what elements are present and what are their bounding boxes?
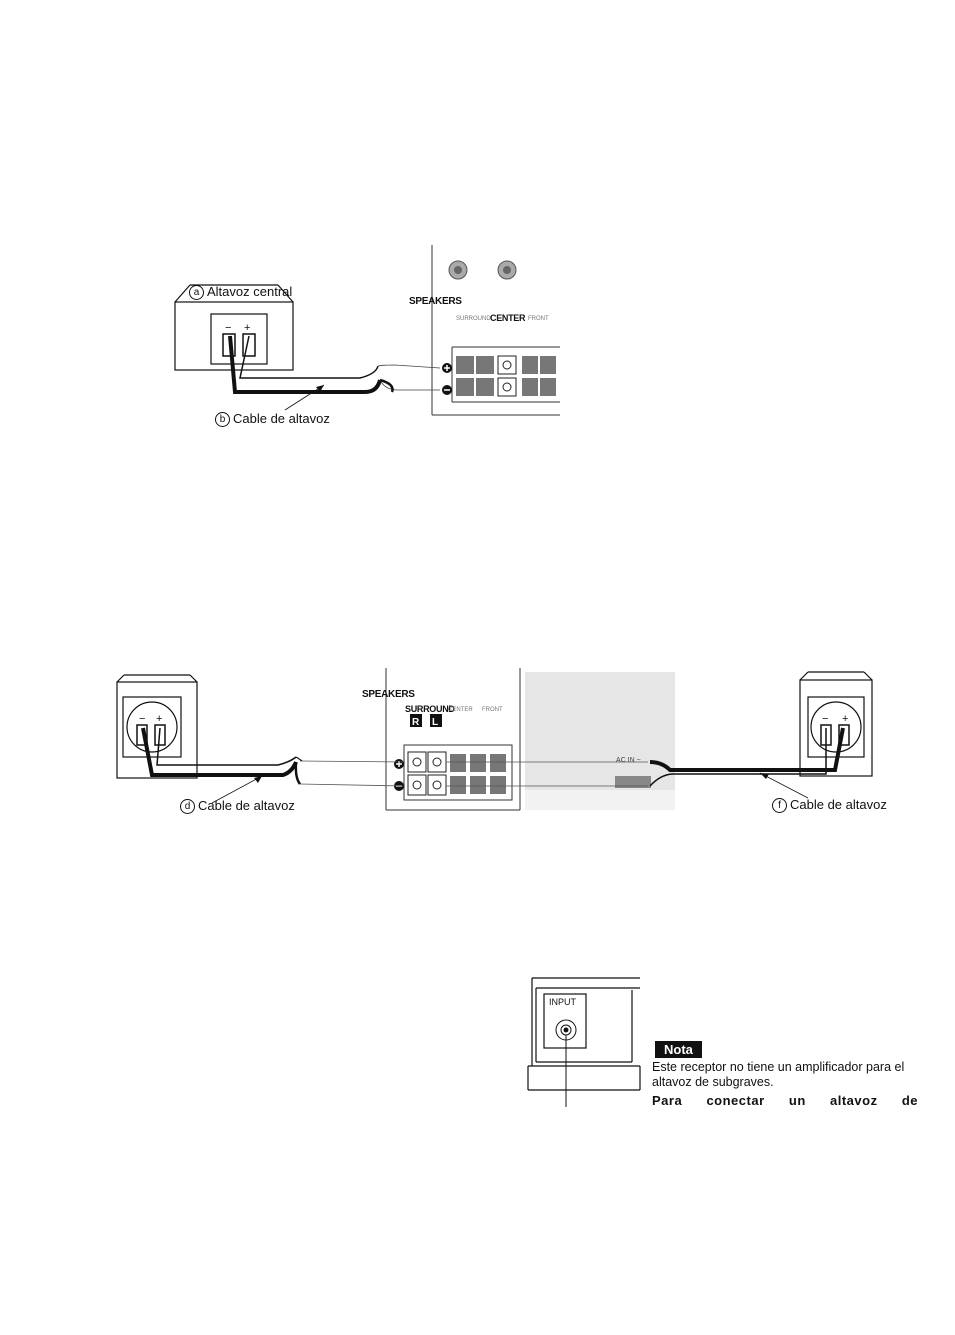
note-text: Este receptor no tiene un amplificador p… [652, 1060, 922, 1090]
input-jack-icon [556, 1020, 576, 1107]
note-badge: Nota [655, 1041, 702, 1058]
subwoofer-box [528, 978, 640, 1090]
input-label: INPUT [549, 997, 576, 1007]
note-bold-text: Para conectar un altavoz de [652, 1093, 918, 1108]
